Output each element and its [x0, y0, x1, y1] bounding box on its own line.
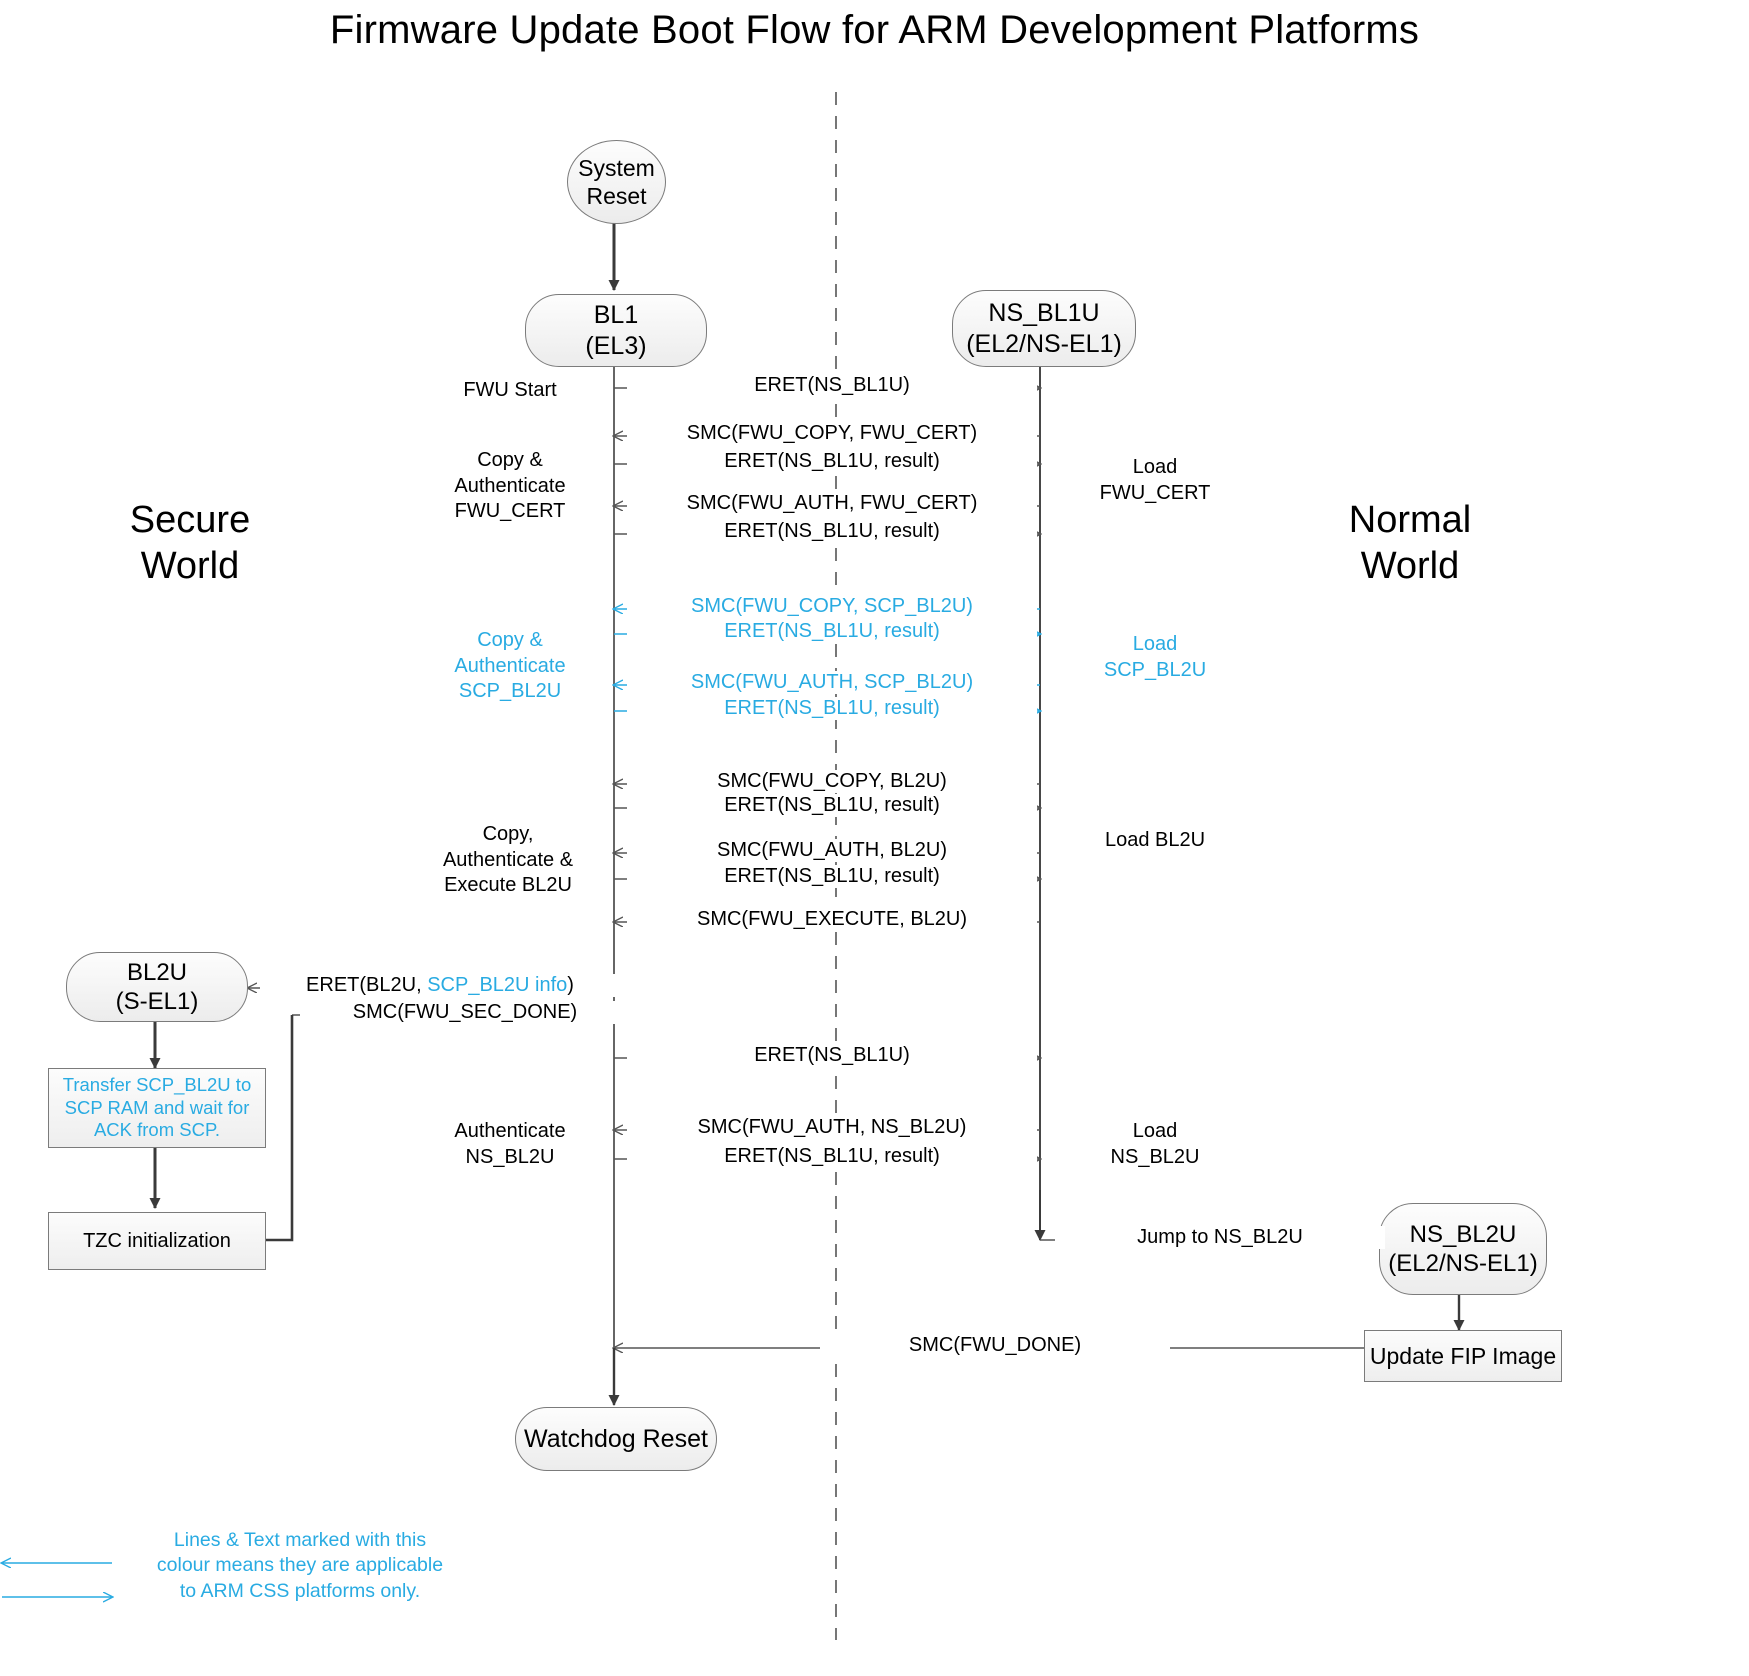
left-label-line: Copy &: [477, 629, 543, 651]
message-label-m7: ERET(NS_BL1U, result): [627, 620, 1037, 643]
message-label-m2: SMC(FWU_COPY, FWU_CERT): [627, 422, 1037, 445]
message-label-m14: SMC(FWU_EXECUTE, BL2U): [627, 908, 1037, 931]
message-label-smc-fwu-sec-done: SMC(FWU_SEC_DONE): [300, 1001, 630, 1024]
left-label-line: Authenticate: [454, 654, 566, 677]
box-transfer-line3: ACK from SCP.: [93, 1119, 221, 1141]
message-label-m5: ERET(NS_BL1U, result): [627, 520, 1037, 543]
message-label-m4: SMC(FWU_AUTH, FWU_CERT): [627, 492, 1037, 515]
left-label-line: NS_BL2U: [465, 1145, 555, 1168]
right-label-load-fwu-cert: Load FWU_CERT: [1055, 455, 1255, 506]
eret-bl2u-pre: ERET(BL2U,: [306, 974, 428, 996]
eret-bl2u-cyan: SCP_BL2U info: [427, 974, 568, 996]
right-label-load-scp-bl2u: Load SCP_BL2U: [1055, 632, 1255, 683]
message-label-m6: SMC(FWU_COPY, SCP_BL2U): [627, 595, 1037, 618]
node-ns-bl2u[interactable]: NS_BL2U (EL2/NS-EL1): [1379, 1203, 1547, 1295]
left-label-line: Execute BL2U: [444, 874, 572, 897]
left-label-line: FWU_CERT: [454, 500, 566, 523]
node-bl1[interactable]: BL1 (EL3): [525, 294, 707, 367]
legend-line2: colour means they are applicable: [156, 1554, 444, 1577]
node-ns-bl1u[interactable]: NS_BL1U (EL2/NS-EL1): [952, 290, 1136, 367]
right-label-line: SCP_BL2U: [1103, 658, 1207, 681]
left-label-line: Copy &: [477, 449, 543, 471]
secure-world-label: Secure World: [60, 498, 320, 589]
message-label-m12: SMC(FWU_AUTH, BL2U): [627, 839, 1037, 862]
legend-line3: to ARM CSS platforms only.: [179, 1579, 421, 1602]
message-label-eret-bl2u: ERET(BL2U, SCP_BL2U info): [260, 974, 620, 997]
message-label-m1: ERET(NS_BL1U): [627, 374, 1037, 397]
left-label-line: Copy,: [482, 823, 534, 845]
box-transfer-scp-bl2u[interactable]: Transfer SCP_BL2U to SCP RAM and wait fo…: [48, 1068, 266, 1148]
node-system-reset-line2: Reset: [586, 183, 647, 209]
right-label-load-ns-bl2u: Load NS_BL2U: [1055, 1119, 1255, 1170]
node-bl2u-line1: BL2U: [126, 958, 188, 986]
box-tzc-label: TZC initialization: [83, 1229, 231, 1252]
message-label-m9: ERET(NS_BL1U, result): [627, 697, 1037, 720]
legend-note: Lines & Text marked with this colour mea…: [150, 1528, 450, 1604]
message-label-m10: SMC(FWU_COPY, BL2U): [627, 770, 1037, 793]
node-bl2u[interactable]: BL2U (S-EL1): [66, 952, 248, 1022]
node-ns-bl1u-line1: NS_BL1U: [988, 299, 1100, 327]
left-label-line: Authenticate &: [442, 848, 574, 871]
message-label-m11: ERET(NS_BL1U, result): [627, 794, 1037, 817]
left-label-line: SCP_BL2U: [458, 680, 562, 703]
left-label-line: Authenticate: [454, 1120, 566, 1142]
secure-world-line1: Secure: [129, 499, 251, 541]
node-bl1-line2: (EL3): [585, 331, 647, 360]
box-update-fip-label: Update FIP Image: [1369, 1342, 1557, 1369]
secure-world-line2: World: [140, 544, 240, 587]
message-label-m16: SMC(FWU_AUTH, NS_BL2U): [627, 1116, 1037, 1139]
normal-world-label: Normal World: [1280, 498, 1540, 589]
legend-line1: Lines & Text marked with this: [173, 1529, 427, 1551]
left-label-fwu-start: FWU Start: [420, 378, 600, 404]
node-system-reset-line1: System: [578, 154, 655, 181]
node-bl1-line1: BL1: [593, 301, 639, 329]
box-transfer-line1: Transfer SCP_BL2U to: [62, 1074, 252, 1096]
message-label-jump-to-ns-bl2u: Jump to NS_BL2U: [1055, 1226, 1385, 1249]
eret-bl2u-post: ): [567, 974, 574, 996]
box-update-fip-image[interactable]: Update FIP Image: [1364, 1330, 1562, 1382]
left-label-copy-auth-fwu-cert: Copy & Authenticate FWU_CERT: [420, 448, 600, 525]
message-label-smc-fwu-done: SMC(FWU_DONE): [820, 1334, 1170, 1357]
message-label-m15: ERET(NS_BL1U): [627, 1044, 1037, 1067]
right-label-line: Load BL2U: [1104, 829, 1206, 851]
left-label-line: Authenticate: [454, 474, 566, 497]
message-label-m17: ERET(NS_BL1U, result): [627, 1145, 1037, 1168]
message-label-m3: ERET(NS_BL1U, result): [627, 450, 1037, 473]
right-label-line: Load: [1132, 456, 1178, 478]
left-label-authenticate-ns-bl2u: Authenticate NS_BL2U: [420, 1119, 600, 1170]
right-label-line: NS_BL2U: [1110, 1145, 1200, 1168]
page-title: Firmware Update Boot Flow for ARM Develo…: [329, 8, 1420, 52]
node-ns-bl2u-line2: (EL2/NS-EL1): [1388, 1250, 1538, 1277]
message-label-m8: SMC(FWU_AUTH, SCP_BL2U): [627, 671, 1037, 694]
right-label-load-bl2u: Load BL2U: [1055, 828, 1255, 854]
normal-world-line2: World: [1360, 544, 1460, 587]
node-bl2u-line2: (S-EL1): [115, 988, 199, 1015]
left-label-copy-auth-scp-bl2u: Copy & Authenticate SCP_BL2U: [420, 628, 600, 705]
node-ns-bl1u-line2: (EL2/NS-EL1): [966, 329, 1122, 358]
message-label-m13: ERET(NS_BL1U, result): [627, 865, 1037, 888]
box-tzc-initialization[interactable]: TZC initialization: [48, 1212, 266, 1270]
right-label-line: Load: [1132, 1120, 1178, 1142]
normal-world-line1: Normal: [1348, 499, 1472, 541]
node-watchdog-reset[interactable]: Watchdog Reset: [515, 1407, 717, 1471]
left-label-line: FWU Start: [463, 379, 557, 401]
box-transfer-line2: SCP RAM and wait for: [64, 1096, 250, 1118]
right-label-line: FWU_CERT: [1099, 481, 1211, 504]
node-system-reset[interactable]: System Reset: [567, 140, 666, 224]
right-label-line: Load: [1132, 633, 1178, 655]
node-watchdog-label: Watchdog Reset: [524, 1424, 708, 1453]
node-ns-bl2u-line1: NS_BL2U: [1409, 1220, 1517, 1248]
left-label-copy-auth-exec-bl2u: Copy, Authenticate & Execute BL2U: [412, 822, 604, 899]
